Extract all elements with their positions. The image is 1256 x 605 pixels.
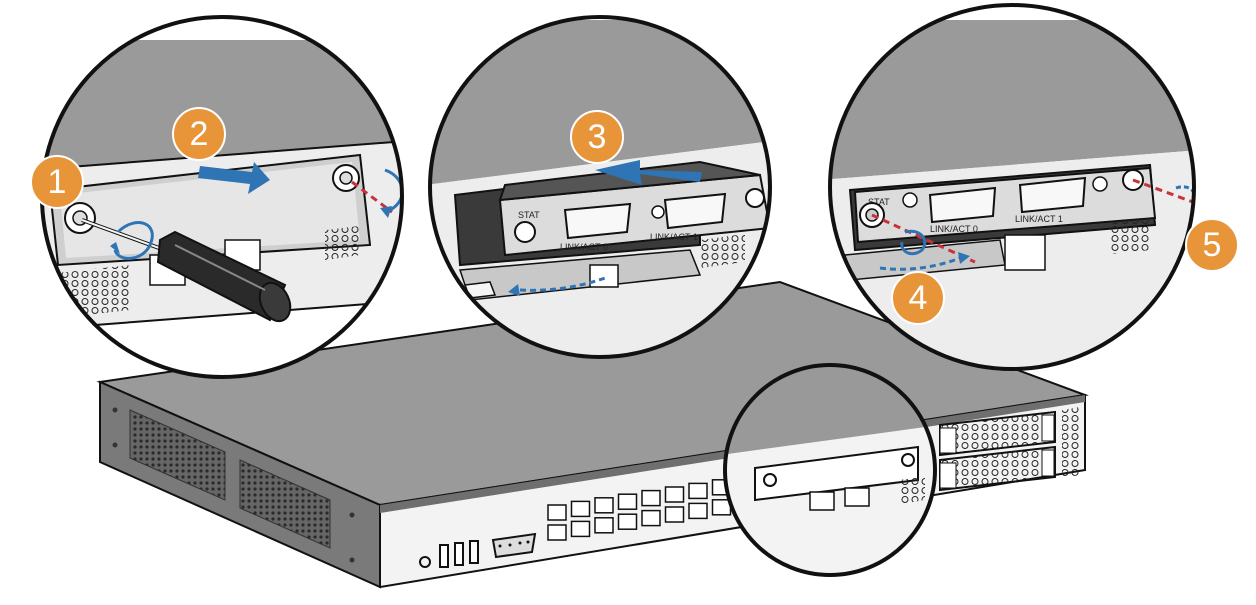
ethernet-port xyxy=(711,499,732,516)
serial-port-0 xyxy=(563,202,632,240)
svg-text:3: 3 xyxy=(588,118,607,156)
ethernet-port xyxy=(570,500,591,518)
screw-icon xyxy=(901,453,915,467)
ethernet-port xyxy=(547,504,567,521)
ethernet-port xyxy=(617,493,638,510)
screw-icon xyxy=(514,221,536,243)
step-badge-1: 1 xyxy=(30,155,84,209)
stat-label: STAT xyxy=(518,210,540,220)
ethernet-port xyxy=(664,486,685,503)
svg-text:5: 5 xyxy=(1203,226,1222,264)
zoom-circle-fasten-card: STAT LINK/ACT 0 LINK/ACT 1 xyxy=(828,3,1196,371)
step-badge-3: 3 xyxy=(570,110,624,164)
screw-axis-line xyxy=(351,180,393,214)
svg-text:2: 2 xyxy=(190,115,209,153)
link-act-1-label: LINK/ACT 1 xyxy=(650,232,698,242)
usb-ports xyxy=(439,540,479,568)
ethernet-port xyxy=(617,513,638,530)
step-badge-4: 4 xyxy=(891,271,945,325)
screwdriver-icon xyxy=(81,218,292,323)
link-act-1-label: LINK/ACT 1 xyxy=(1015,214,1063,224)
step-badge-2: 2 xyxy=(172,107,226,161)
serial-port-1 xyxy=(663,192,727,230)
screw-icon xyxy=(745,188,765,208)
latch-arrow-icon xyxy=(879,256,961,271)
ethernet-port xyxy=(688,482,708,500)
serial-port-1 xyxy=(1018,176,1087,214)
latch-arrow-icon xyxy=(519,276,606,292)
rotate-arrow-icon xyxy=(113,221,154,260)
step-badge-5: 5 xyxy=(1185,218,1239,272)
ethernet-port xyxy=(688,502,708,520)
serial-port-0 xyxy=(928,186,997,224)
ethernet-port xyxy=(641,509,661,527)
link-act-0-label: LINK/ACT 0 xyxy=(930,224,978,234)
drive-bays xyxy=(939,410,1056,492)
ethernet-port xyxy=(641,489,661,507)
slide-out-arrow-icon xyxy=(198,162,270,194)
power-led-icon xyxy=(419,556,431,568)
svg-text:1: 1 xyxy=(48,163,67,201)
ethernet-port xyxy=(664,506,685,523)
zoom-circle-insert-card: STAT LINK/ACT 0 LINK/ACT 1 xyxy=(428,15,772,359)
link-act-0-label: LINK/ACT 0 xyxy=(560,242,608,252)
zoom-circle-remove-filler xyxy=(40,15,404,379)
ethernet-port xyxy=(570,520,591,538)
screw-axis-line xyxy=(1132,178,1194,214)
zoom-circle-slot xyxy=(723,363,937,577)
screw-icon xyxy=(763,473,777,487)
front-panel xyxy=(419,407,1080,568)
ethernet-port xyxy=(594,517,614,534)
stat-label: STAT xyxy=(868,197,890,207)
rotate-arrow-icon xyxy=(900,229,927,256)
screw-axis-line xyxy=(871,213,976,264)
slide-in-arrow-icon xyxy=(595,160,702,185)
ethernet-port xyxy=(547,524,567,541)
svg-text:4: 4 xyxy=(909,279,928,317)
ethernet-port xyxy=(594,497,614,514)
console-port xyxy=(491,532,537,559)
